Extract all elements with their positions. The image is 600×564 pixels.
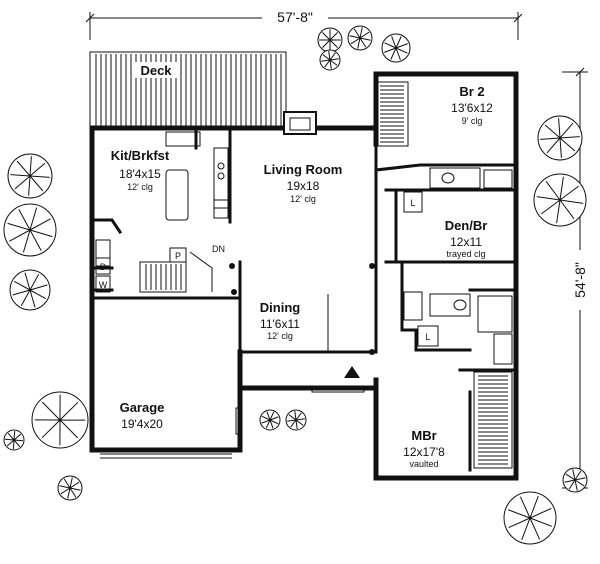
- tree-branches: [540, 118, 580, 158]
- garage-details: [100, 407, 243, 459]
- dryer-label: D: [100, 262, 107, 272]
- entry: [311, 263, 375, 393]
- tree-branches: [507, 495, 553, 541]
- down-label: DN: [212, 244, 225, 254]
- garage-size: 19'4x20: [121, 417, 163, 431]
- kitchen-fixtures: [165, 131, 229, 221]
- mbr-note: vaulted: [409, 459, 438, 469]
- linen1-label: L: [410, 198, 415, 208]
- tree-branches: [34, 394, 86, 446]
- pantry-label: P: [175, 251, 181, 261]
- tree-branches: [4, 430, 24, 450]
- depth-label: 54'-8": [572, 262, 588, 298]
- dining-size: 11'6x11: [260, 317, 300, 331]
- den-note: trayed clg: [446, 249, 485, 259]
- mbr-name: MBr: [411, 428, 436, 443]
- room-labels: Kit/Brkfst 18'4x15 12' clg Living Room 1…: [111, 84, 493, 469]
- living-size: 19x18: [287, 179, 320, 193]
- kitchen-note: 12' clg: [127, 182, 153, 192]
- tree-branches: [384, 36, 408, 60]
- living-note: 12' clg: [290, 194, 316, 204]
- tree-branches: [564, 469, 586, 491]
- stairs: P DN: [139, 244, 237, 295]
- br2-name: Br 2: [459, 84, 484, 99]
- dimension-width: 57'-8": [85, 9, 523, 40]
- br2-size: 13'6x12: [451, 101, 493, 115]
- tree-branches: [321, 51, 339, 69]
- living-name: Living Room: [264, 162, 343, 177]
- closets: L L: [375, 81, 513, 469]
- tree-branches: [319, 29, 341, 51]
- tree-branches: [12, 272, 48, 308]
- tree-branches: [59, 477, 81, 499]
- deck-label: Deck: [140, 63, 172, 78]
- tree-branches: [536, 176, 584, 224]
- fireplace: [283, 111, 317, 135]
- bathrooms: [429, 167, 513, 365]
- linen2-label: L: [425, 332, 430, 342]
- dining-name: Dining: [260, 300, 300, 315]
- tree-branches: [287, 411, 305, 429]
- dining-note: 12' clg: [267, 331, 293, 341]
- tree-branches: [7, 207, 53, 253]
- tree-branches: [10, 156, 50, 196]
- deck: Deck: [89, 51, 287, 129]
- washer-label: W: [99, 280, 108, 290]
- den-size: 12x11: [450, 235, 482, 249]
- mbr-size: 12x17'8: [403, 445, 445, 459]
- interior-walls: [90, 130, 518, 472]
- width-label: 57'-8": [277, 9, 313, 25]
- tree-branches: [349, 27, 371, 49]
- landscape-trees: [3, 25, 588, 545]
- den-name: Den/Br: [445, 218, 488, 233]
- br2-note: 9' clg: [462, 116, 483, 126]
- tree-branches: [261, 411, 279, 429]
- kitchen-name: Kit/Brkfst: [111, 148, 170, 163]
- laundry: D W: [95, 239, 111, 293]
- kitchen-size: 18'4x15: [119, 167, 161, 181]
- garage-name: Garage: [120, 400, 165, 415]
